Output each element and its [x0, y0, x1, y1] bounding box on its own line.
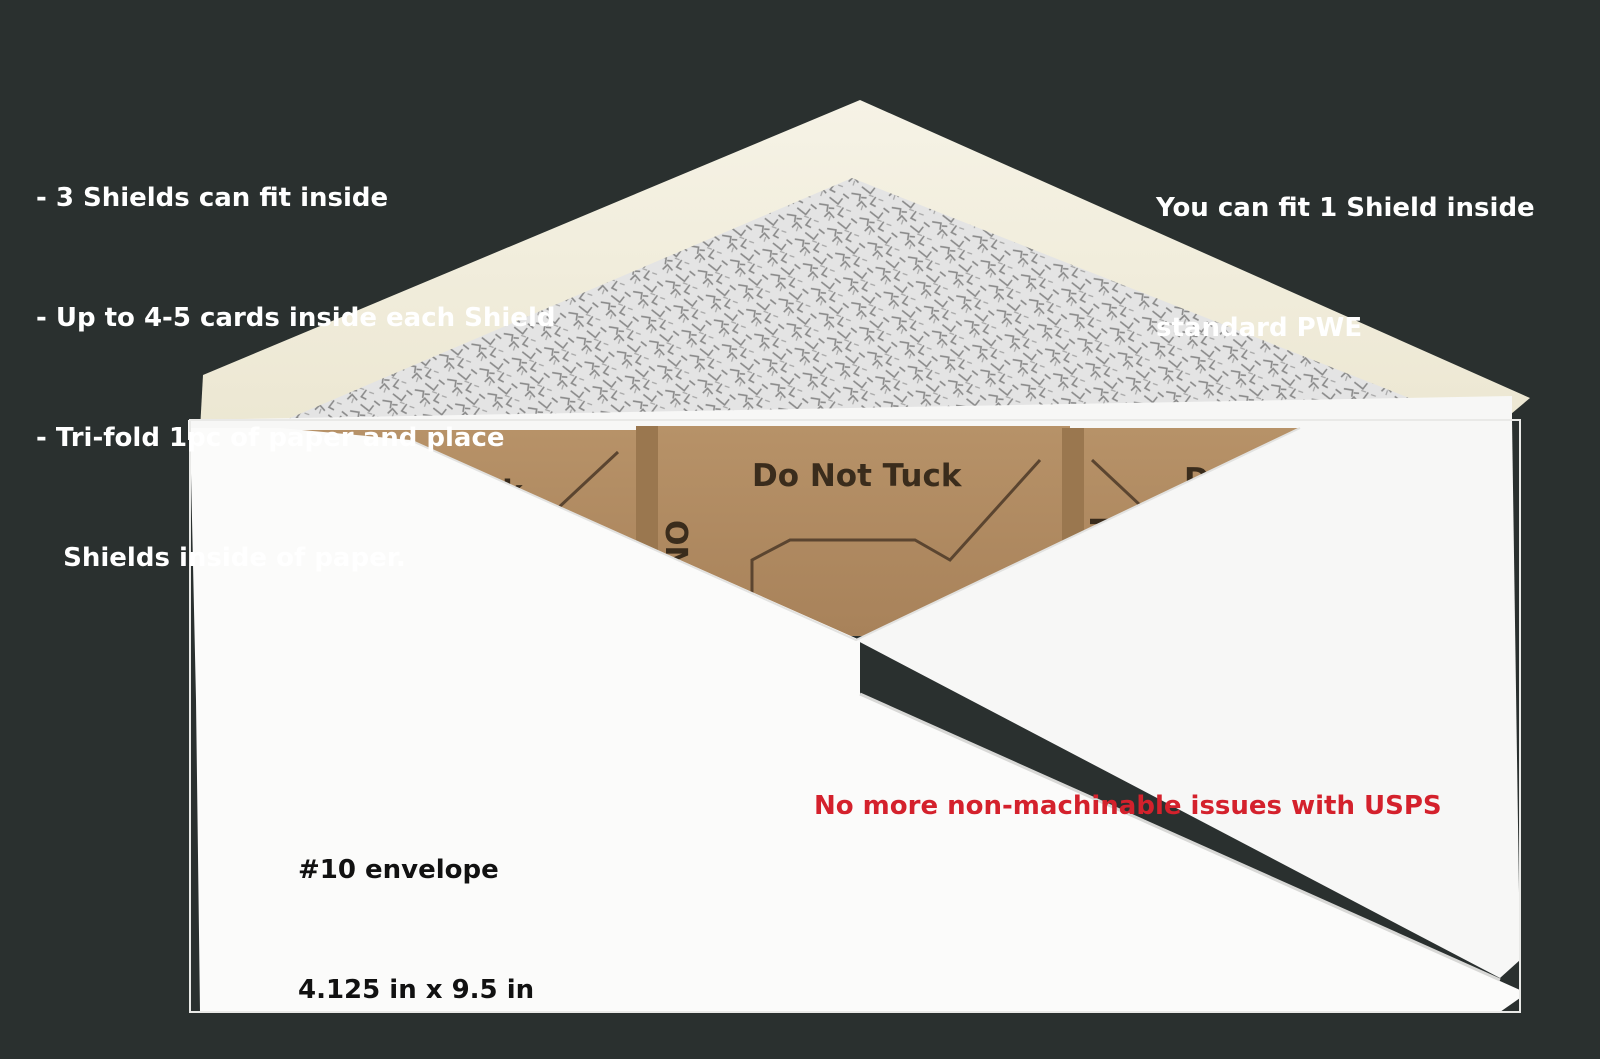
note-line-1: - 3 Shields can fit inside	[36, 183, 389, 213]
shield-center-label: Do Not Tuck	[752, 458, 963, 494]
envelope-fold-line	[859, 692, 1501, 982]
envelope-outline	[189, 419, 1521, 1013]
note-line-2: - Up to 4-5 cards inside each Shield	[36, 303, 556, 333]
shield-tab-outline	[750, 458, 1042, 600]
envelope-front-right	[856, 420, 1520, 978]
usps-note: No more non-machinable issues with USPS	[814, 791, 1442, 821]
envelope-size-label: #10 envelope 4.125 in x 9.5 in	[298, 770, 534, 1050]
envelope-name: #10 envelope	[298, 855, 499, 885]
envelope-dimensions: 4.125 in x 9.5 in	[298, 975, 535, 1005]
note-line-3: - Tri-fold 1pc of paper and place	[36, 423, 505, 453]
notes-left: - 3 Shields can fit inside - Up to 4-5 c…	[36, 98, 555, 618]
note-right-line-1: You can fit 1 Shield inside	[1156, 193, 1535, 223]
flap-security-print	[262, 178, 1460, 440]
shield-tab-outline	[554, 450, 620, 512]
notes-right: You can fit 1 Shield inside standard PWE	[1156, 108, 1535, 388]
note-line-4: Shields inside of paper.	[36, 543, 406, 573]
envelope-pocket-edge	[409, 427, 1301, 642]
envelope-front-left	[190, 428, 1520, 1012]
note-right-line-2: standard PWE	[1156, 313, 1363, 343]
